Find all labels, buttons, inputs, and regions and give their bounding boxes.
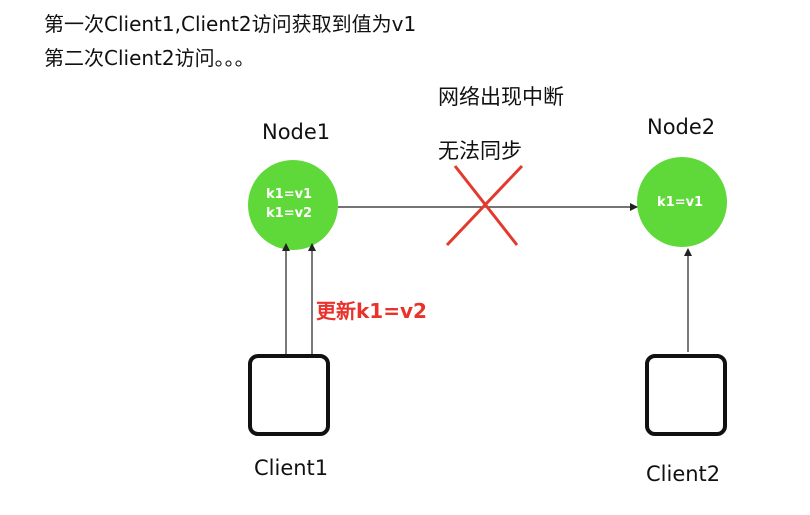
node1-value-2: k1=v2: [266, 206, 313, 221]
client1-box: [248, 354, 330, 436]
node2-title: Node2: [647, 115, 716, 139]
node2-circle: [637, 157, 727, 247]
network-interrupt-label: 网络出现中断: [438, 85, 564, 109]
client1-label: Client1: [254, 456, 329, 480]
client2-label: Client2: [646, 462, 721, 486]
node1-title: Node1: [262, 120, 331, 144]
header-line-2: 第二次Client2访问。。。: [44, 46, 255, 70]
header-line-1: 第一次Client1,Client2访问获取到值为v1: [44, 12, 417, 36]
client2-box: [645, 354, 727, 436]
node1-circle: [248, 160, 338, 250]
update-label: 更新k1=v2: [316, 299, 427, 323]
node2-value-1: k1=v1: [657, 195, 704, 210]
node1-value-1: k1=v1: [266, 187, 313, 202]
interrupt-cross-stroke-2: [453, 165, 519, 246]
cannot-sync-label: 无法同步: [438, 139, 522, 163]
